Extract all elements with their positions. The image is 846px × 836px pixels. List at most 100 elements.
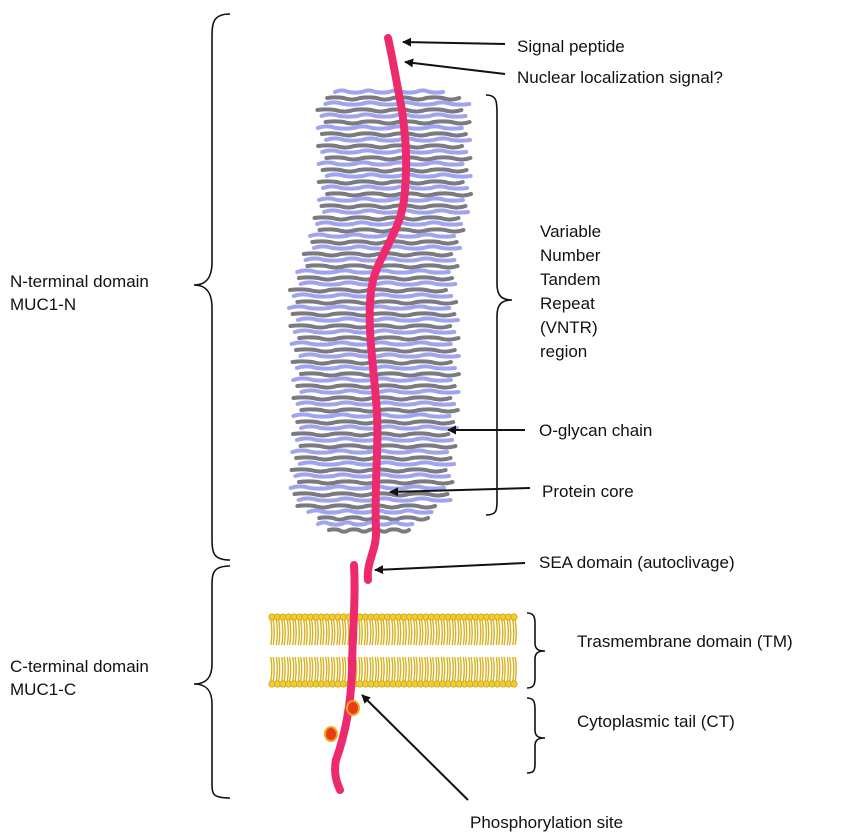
lipid-tail xyxy=(436,657,437,681)
lipid-tail xyxy=(515,657,516,681)
lipid-tail xyxy=(400,657,401,681)
o-glycan-strand xyxy=(293,414,449,416)
lipid-tail xyxy=(326,657,327,681)
lipid-head xyxy=(511,614,517,620)
lipid-tail xyxy=(482,620,483,645)
brace-n-terminal xyxy=(194,14,230,560)
vntr-label-line2: Number xyxy=(540,246,601,265)
o-glycan-strand xyxy=(317,222,461,224)
lipid-tail xyxy=(364,620,365,645)
lipid-tail xyxy=(510,657,511,681)
lipid-tail xyxy=(394,657,395,681)
lipid-tail xyxy=(317,657,318,681)
lipid-head xyxy=(511,681,517,687)
o-glycan-strand xyxy=(326,157,470,159)
lipid-tail xyxy=(301,657,302,681)
o-glycan-strand xyxy=(319,162,463,164)
lipid-tail xyxy=(370,620,371,645)
lipid-tail xyxy=(438,657,439,681)
o-glycan-strand xyxy=(295,493,448,495)
lipid-tail xyxy=(455,620,456,645)
lipid-tail xyxy=(361,657,362,681)
c-terminal-label-line1: C-terminal domain xyxy=(10,657,149,676)
lipid-tail xyxy=(331,657,332,681)
lipid-tail xyxy=(282,620,283,645)
o-glycan-strand xyxy=(295,474,449,476)
lipid-tail xyxy=(370,657,371,681)
lipid-tail xyxy=(477,620,478,645)
lipid-tail xyxy=(326,620,327,645)
lipid-tail xyxy=(474,657,475,681)
lipid-tail xyxy=(348,620,349,645)
lipid-tail xyxy=(466,657,467,681)
phosphorylation-site-marker-1 xyxy=(347,701,359,715)
lipid-tail xyxy=(444,620,445,645)
lipid-tail xyxy=(411,657,412,681)
lipid-tail xyxy=(359,620,360,645)
lipid-tail xyxy=(471,620,472,645)
lipid-tail xyxy=(405,657,406,681)
vntr-label-line4: Repeat xyxy=(540,294,595,313)
arrow-phosphorylation xyxy=(362,695,468,800)
o-glycan-strand xyxy=(295,330,455,332)
lipid-tail xyxy=(482,657,483,681)
o-glycan-strand xyxy=(318,522,412,524)
vntr-label-line3: Tandem xyxy=(540,270,600,289)
lipid-tail xyxy=(496,657,497,681)
lipid-tail xyxy=(493,657,494,681)
lipid-tail xyxy=(381,620,382,645)
o-glycan-strand xyxy=(310,234,454,236)
lipid-tail xyxy=(282,657,283,681)
o-glycan-label: O-glycan chain xyxy=(539,421,652,440)
lipid-tail xyxy=(480,620,481,645)
lipid-tail xyxy=(408,620,409,645)
lipid-tail xyxy=(477,657,478,681)
lipid-tail xyxy=(287,620,288,645)
o-glycan-strand xyxy=(299,337,458,339)
lipid-tail xyxy=(290,657,291,681)
lipid-tail xyxy=(455,657,456,681)
lipid-tail xyxy=(337,620,338,645)
lipid-tail xyxy=(408,657,409,681)
lipid-tail xyxy=(513,620,514,645)
brace-cytoplasmic-tail xyxy=(527,698,545,773)
lipid-tail xyxy=(488,657,489,681)
lipid-tail xyxy=(397,620,398,645)
lipid-tail xyxy=(430,657,431,681)
lipid-tail xyxy=(386,620,387,645)
o-glycan-strand xyxy=(323,169,467,171)
lipid-tail xyxy=(389,620,390,645)
lipid-tail xyxy=(449,657,450,681)
lipid-tail xyxy=(381,657,382,681)
lipid-tail xyxy=(328,620,329,645)
lipid-tail xyxy=(367,657,368,681)
lipid-tail xyxy=(361,620,362,645)
lipid-tail xyxy=(441,657,442,681)
lipid-tail xyxy=(342,657,343,681)
o-glycan-strand xyxy=(300,354,459,356)
brace-vntr xyxy=(486,95,512,515)
lipid-tail xyxy=(323,620,324,645)
lipid-tail xyxy=(504,620,505,645)
lipid-tail xyxy=(378,657,379,681)
lipid-tail xyxy=(309,657,310,681)
o-glycan-strand xyxy=(301,282,456,284)
o-glycan-strand xyxy=(317,109,461,111)
lipid-tail xyxy=(375,657,376,681)
phosphorylation-site-marker-2 xyxy=(325,727,337,741)
lipid-tail xyxy=(425,620,426,645)
lipid-tail xyxy=(502,620,503,645)
lipid-tail xyxy=(287,657,288,681)
o-glycan-strand xyxy=(297,301,456,303)
lipid-tail xyxy=(298,657,299,681)
lipid-tail xyxy=(488,620,489,645)
lipid-tail xyxy=(474,620,475,645)
sea-domain-label: SEA domain (autoclivage) xyxy=(539,553,735,572)
vntr-label-line1: Variable xyxy=(540,222,601,241)
lipid-tail xyxy=(438,620,439,645)
lipid-tail xyxy=(466,620,467,645)
lipid-tail xyxy=(317,620,318,645)
lipid-tail xyxy=(342,620,343,645)
lipid-tail xyxy=(471,657,472,681)
